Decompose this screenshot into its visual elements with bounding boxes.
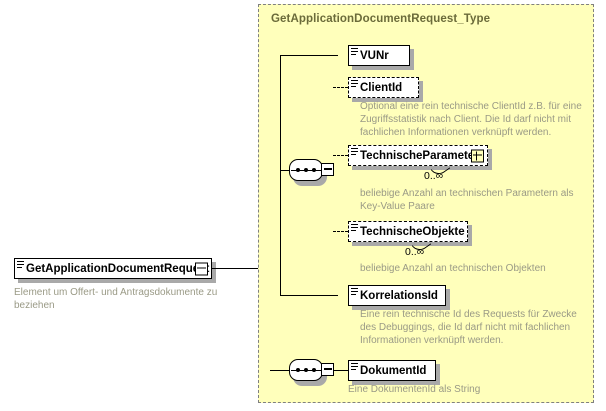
- element-documentation-technischeobjekte: beliebige Anzahl an technischen Objekten: [360, 263, 546, 274]
- connector-spine-upper: [280, 55, 282, 171]
- connector-to-vunr: [280, 55, 338, 57]
- element-box-get-application-document-request[interactable]: GetApplicationDocumentRequest: [14, 258, 212, 279]
- element-box-technischeobjekte[interactable]: TechnischeObjekte: [348, 221, 468, 242]
- element-box-clientid[interactable]: ClientId: [348, 77, 419, 98]
- connector-into-sequence-lower: [270, 370, 290, 372]
- content-model-icon: [351, 363, 358, 370]
- element-box-dokumentid[interactable]: DokumentId: [348, 360, 436, 381]
- element-documentation-clientid: Optional eine rein technische ClientId z…: [360, 101, 582, 138]
- content-model-icon: [351, 80, 358, 87]
- element-label: TechnischeParameter: [360, 149, 479, 162]
- content-model-icon: [351, 288, 358, 295]
- element-documentation-technischeparameter: beliebige Anzahl an technischen Paramete…: [360, 188, 574, 212]
- content-model-icon: [351, 48, 358, 55]
- element-label: GetApplicationDocumentRequest: [26, 262, 210, 275]
- element-box-technischeparameter[interactable]: TechnischeParameter: [348, 145, 488, 166]
- connector-root-to-type: [212, 268, 292, 270]
- element-label: DokumentId: [360, 364, 427, 377]
- element-label: TechnischeObjekte: [360, 225, 465, 238]
- element-documentation-korrelationsid: Eine rein technische Id des Requests für…: [360, 309, 577, 346]
- connector-spine-upper-to-seq: [280, 170, 290, 172]
- complex-type-container: GetApplicationDocumentRequest_Type: [258, 4, 594, 403]
- plus-icon[interactable]: [471, 149, 484, 162]
- occurrence-label-technischeobjekte: 0..∞: [405, 246, 425, 258]
- occurrence-label-technischeparameter: 0..∞: [424, 170, 444, 182]
- connector-to-clientid: [333, 87, 348, 88]
- connector-spine-upper-lower-half: [280, 170, 282, 296]
- content-model-icon: [17, 261, 24, 268]
- element-label: KorrelationsId: [360, 289, 438, 302]
- element-label: ClientId: [360, 81, 403, 94]
- content-model-icon: [351, 148, 358, 155]
- element-label: VUNr: [360, 49, 389, 62]
- connector-to-korrelationsid: [280, 295, 338, 297]
- content-model-icon: [351, 224, 358, 231]
- connector-to-technischeobjekte: [333, 231, 348, 232]
- element-box-korrelationsid[interactable]: KorrelationsId: [348, 285, 446, 306]
- sequence-compositor-lower[interactable]: [289, 359, 335, 383]
- connector-sequence-lower-to-dokumentid: [334, 370, 348, 372]
- element-documentation-dokumentid: Eine DokumentenId als String: [348, 384, 481, 395]
- element-box-vunr[interactable]: VUNr: [348, 45, 410, 66]
- sequence-compositor-upper[interactable]: [289, 159, 335, 183]
- complex-type-title: GetApplicationDocumentRequest_Type: [271, 13, 491, 25]
- connector-to-technischeparameter: [333, 155, 348, 156]
- root-element-documentation: Element um Offert- und Antragsdokumente …: [14, 287, 218, 311]
- minus-icon[interactable]: [195, 262, 208, 275]
